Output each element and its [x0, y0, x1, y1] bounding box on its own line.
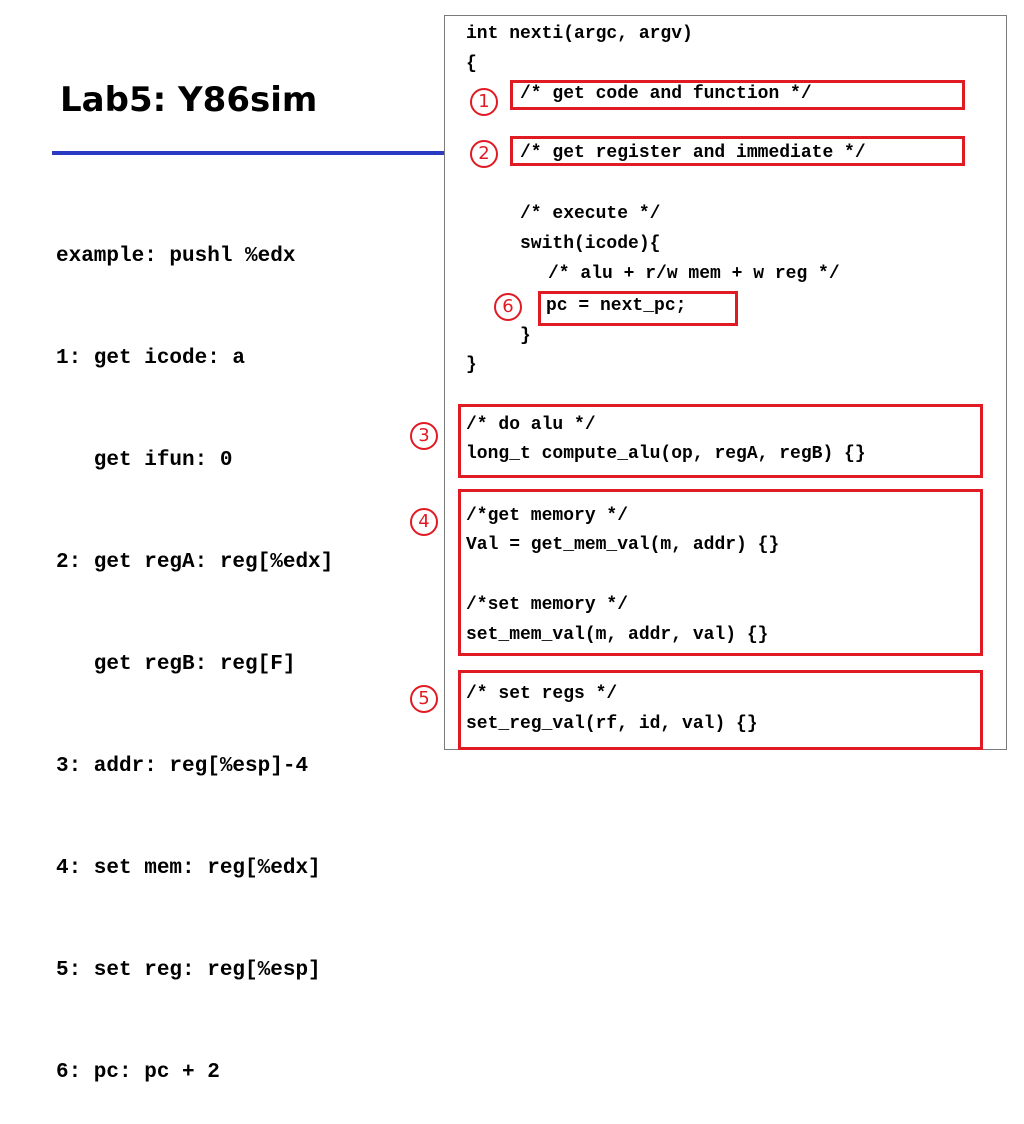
code-open-brace: { [466, 54, 477, 74]
highlight-box-3 [458, 404, 983, 478]
step-line: get regB: reg[F] [56, 653, 296, 676]
code-get-memory-comment: /*get memory */ [466, 506, 629, 526]
code-alu-function: long_t compute_alu(op, regA, regB) {} [466, 444, 866, 464]
title-underline [52, 151, 444, 155]
highlight-box-1 [510, 80, 965, 110]
code-execute-comment: /* execute */ [520, 204, 661, 224]
code-outer-close-brace: } [466, 355, 477, 375]
code-alu-comment: /* do alu */ [466, 415, 596, 435]
highlight-box-5 [458, 670, 983, 750]
code-pc-update: pc = next_pc; [546, 296, 687, 316]
code-set-regs-function: set_reg_val(rf, id, val) {} [466, 714, 758, 734]
code-alu-mem-reg-comment: /* alu + r/w mem + w reg */ [548, 264, 840, 284]
marker-3: 3 [410, 422, 438, 450]
step-line: 2: get regA: reg[%edx] [56, 551, 334, 574]
example-steps: example: pushl %edx 1: get icode: a get … [56, 172, 333, 1124]
highlight-box-2 [510, 136, 965, 166]
code-get-code-comment: /* get code and function */ [520, 84, 812, 104]
code-set-memory-function: set_mem_val(m, addr, val) {} [466, 625, 769, 645]
step-line: 4: set mem: reg[%edx] [56, 857, 321, 880]
marker-2: 2 [470, 140, 498, 168]
code-set-regs-comment: /* set regs */ [466, 684, 618, 704]
marker-4: 4 [410, 508, 438, 536]
step-line: 3: addr: reg[%esp]-4 [56, 755, 309, 778]
highlight-box-4 [458, 489, 983, 656]
code-switch-line: swith(icode){ [520, 234, 661, 254]
step-line: 6: pc: pc + 2 [56, 1061, 220, 1084]
marker-1: 1 [470, 88, 498, 116]
example-line: example: pushl %edx [56, 245, 296, 268]
slide-title: Lab5: Y86sim [60, 80, 318, 120]
code-inner-close-brace: } [520, 326, 531, 346]
marker-5: 5 [410, 685, 438, 713]
step-line: get ifun: 0 [56, 449, 233, 472]
highlight-box-6 [538, 291, 738, 326]
code-get-memory-function: Val = get_mem_val(m, addr) {} [466, 535, 780, 555]
marker-6: 6 [494, 293, 522, 321]
code-get-register-comment: /* get register and immediate */ [520, 143, 866, 163]
step-line: 5: set reg: reg[%esp] [56, 959, 321, 982]
code-set-memory-comment: /*set memory */ [466, 595, 629, 615]
step-line: 1: get icode: a [56, 347, 246, 370]
code-signature: int nexti(argc, argv) [466, 24, 693, 44]
